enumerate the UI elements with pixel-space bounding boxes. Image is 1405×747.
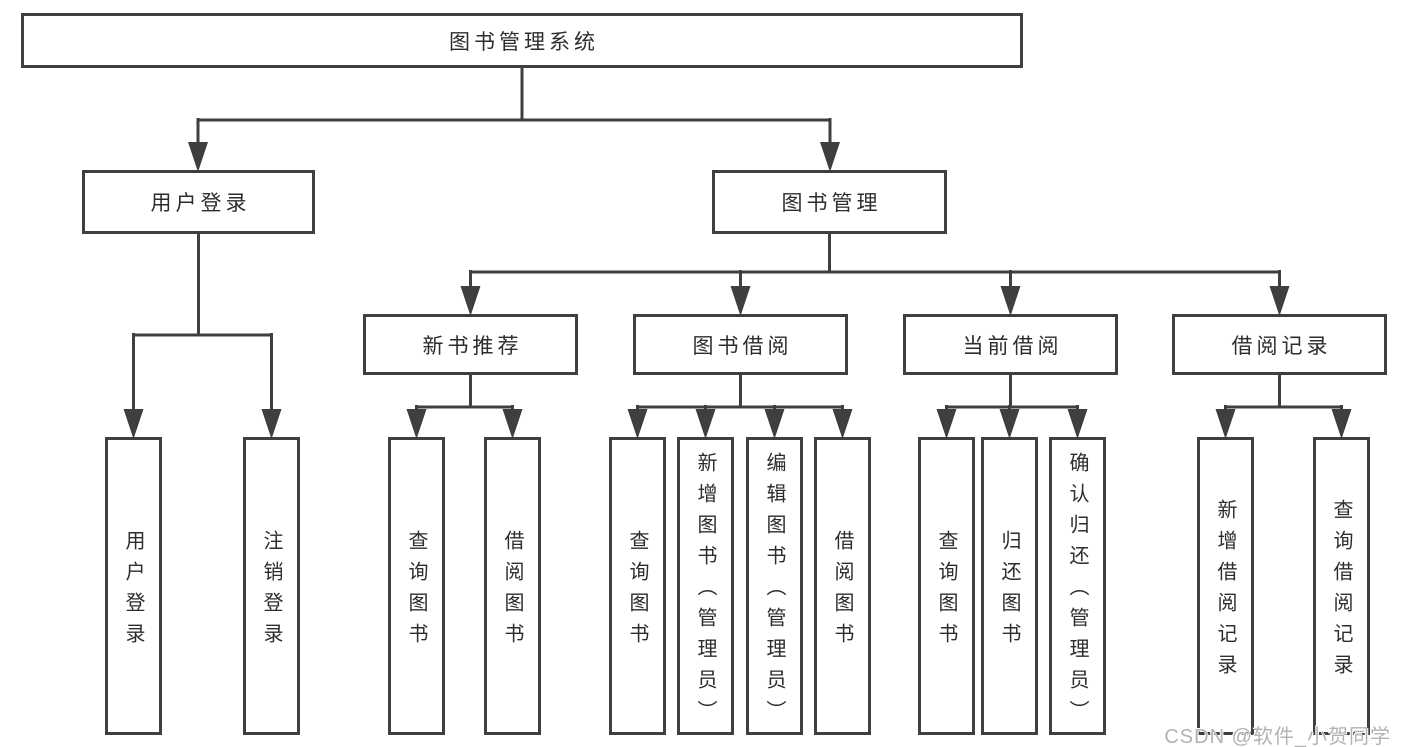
node-leaf-confirm-return-admin-label: 确认归还（管理员）: [1066, 452, 1088, 731]
node-leaf-user-login: 用户登录: [105, 437, 162, 735]
node-leaf-query-borrow-record: 查询借阅记录: [1313, 437, 1370, 735]
node-leaf-query-book-current: 查询图书: [918, 437, 975, 735]
node-book-mgmt: 图书管理: [712, 170, 947, 234]
node-root-label: 图书管理系统: [449, 30, 599, 54]
node-user-login: 用户登录: [82, 170, 315, 234]
node-leaf-return-book-label: 归还图书: [998, 529, 1020, 654]
node-leaf-add-book-admin: 新增图书（管理员）: [677, 437, 734, 735]
node-leaf-return-book: 归还图书: [981, 437, 1038, 735]
node-leaf-add-borrow-record-label: 新增借阅记录: [1214, 498, 1236, 685]
node-leaf-borrow-book-rec-label: 借阅图书: [501, 529, 523, 654]
connector-user-login-to-leaves: [123, 233, 282, 439]
node-user-login-label: 用户登录: [150, 192, 251, 215]
node-leaf-query-book-borrow: 查询图书: [609, 437, 666, 735]
node-leaf-edit-book-admin: 编辑图书（管理员）: [746, 437, 803, 735]
node-leaf-query-book-rec: 查询图书: [388, 437, 445, 735]
node-leaf-edit-book-admin-label: 编辑图书（管理员）: [763, 452, 785, 731]
connector-book-mgmt-to-level3: [460, 233, 1290, 316]
node-current-borrow-label: 当前借阅: [962, 334, 1063, 358]
node-leaf-borrow-book-rec: 借阅图书: [484, 437, 541, 735]
node-new-book-rec: 新书推荐: [363, 314, 578, 375]
node-leaf-user-login-label: 用户登录: [122, 529, 144, 654]
node-leaf-borrow-book: 借阅图书: [814, 437, 871, 735]
node-leaf-query-book-borrow-label: 查询图书: [626, 529, 648, 654]
node-leaf-confirm-return-admin: 确认归还（管理员）: [1049, 437, 1106, 735]
node-root: 图书管理系统: [21, 13, 1023, 68]
node-leaf-logout: 注销登录: [243, 437, 300, 735]
node-leaf-add-book-admin-label: 新增图书（管理员）: [694, 452, 716, 731]
node-leaf-query-book-rec-label: 查询图书: [405, 529, 427, 654]
node-book-mgmt-label: 图书管理: [781, 192, 882, 215]
node-new-book-rec-label: 新书推荐: [422, 334, 523, 358]
connector-root-to-level2: [188, 68, 840, 172]
node-borrow-record-label: 借阅记录: [1231, 334, 1332, 358]
node-book-borrow-label: 图书借阅: [692, 334, 793, 358]
node-borrow-record: 借阅记录: [1172, 314, 1387, 375]
node-leaf-query-borrow-record-label: 查询借阅记录: [1330, 498, 1352, 685]
connector-book-borrow-to-leaves: [627, 375, 853, 439]
connector-current-borrow-to-leaves: [936, 375, 1088, 439]
node-book-borrow: 图书借阅: [633, 314, 848, 375]
node-current-borrow: 当前借阅: [903, 314, 1118, 375]
node-leaf-add-borrow-record: 新增借阅记录: [1197, 437, 1254, 735]
node-leaf-logout-label: 注销登录: [260, 529, 282, 654]
watermark-text: CSDN @软件_小贺同学: [1164, 726, 1391, 747]
node-leaf-query-book-current-label: 查询图书: [935, 529, 957, 654]
connector-new-book-rec-to-leaves: [406, 375, 523, 439]
connector-borrow-record-to-leaves: [1215, 375, 1352, 439]
node-leaf-borrow-book-label: 借阅图书: [831, 529, 853, 654]
